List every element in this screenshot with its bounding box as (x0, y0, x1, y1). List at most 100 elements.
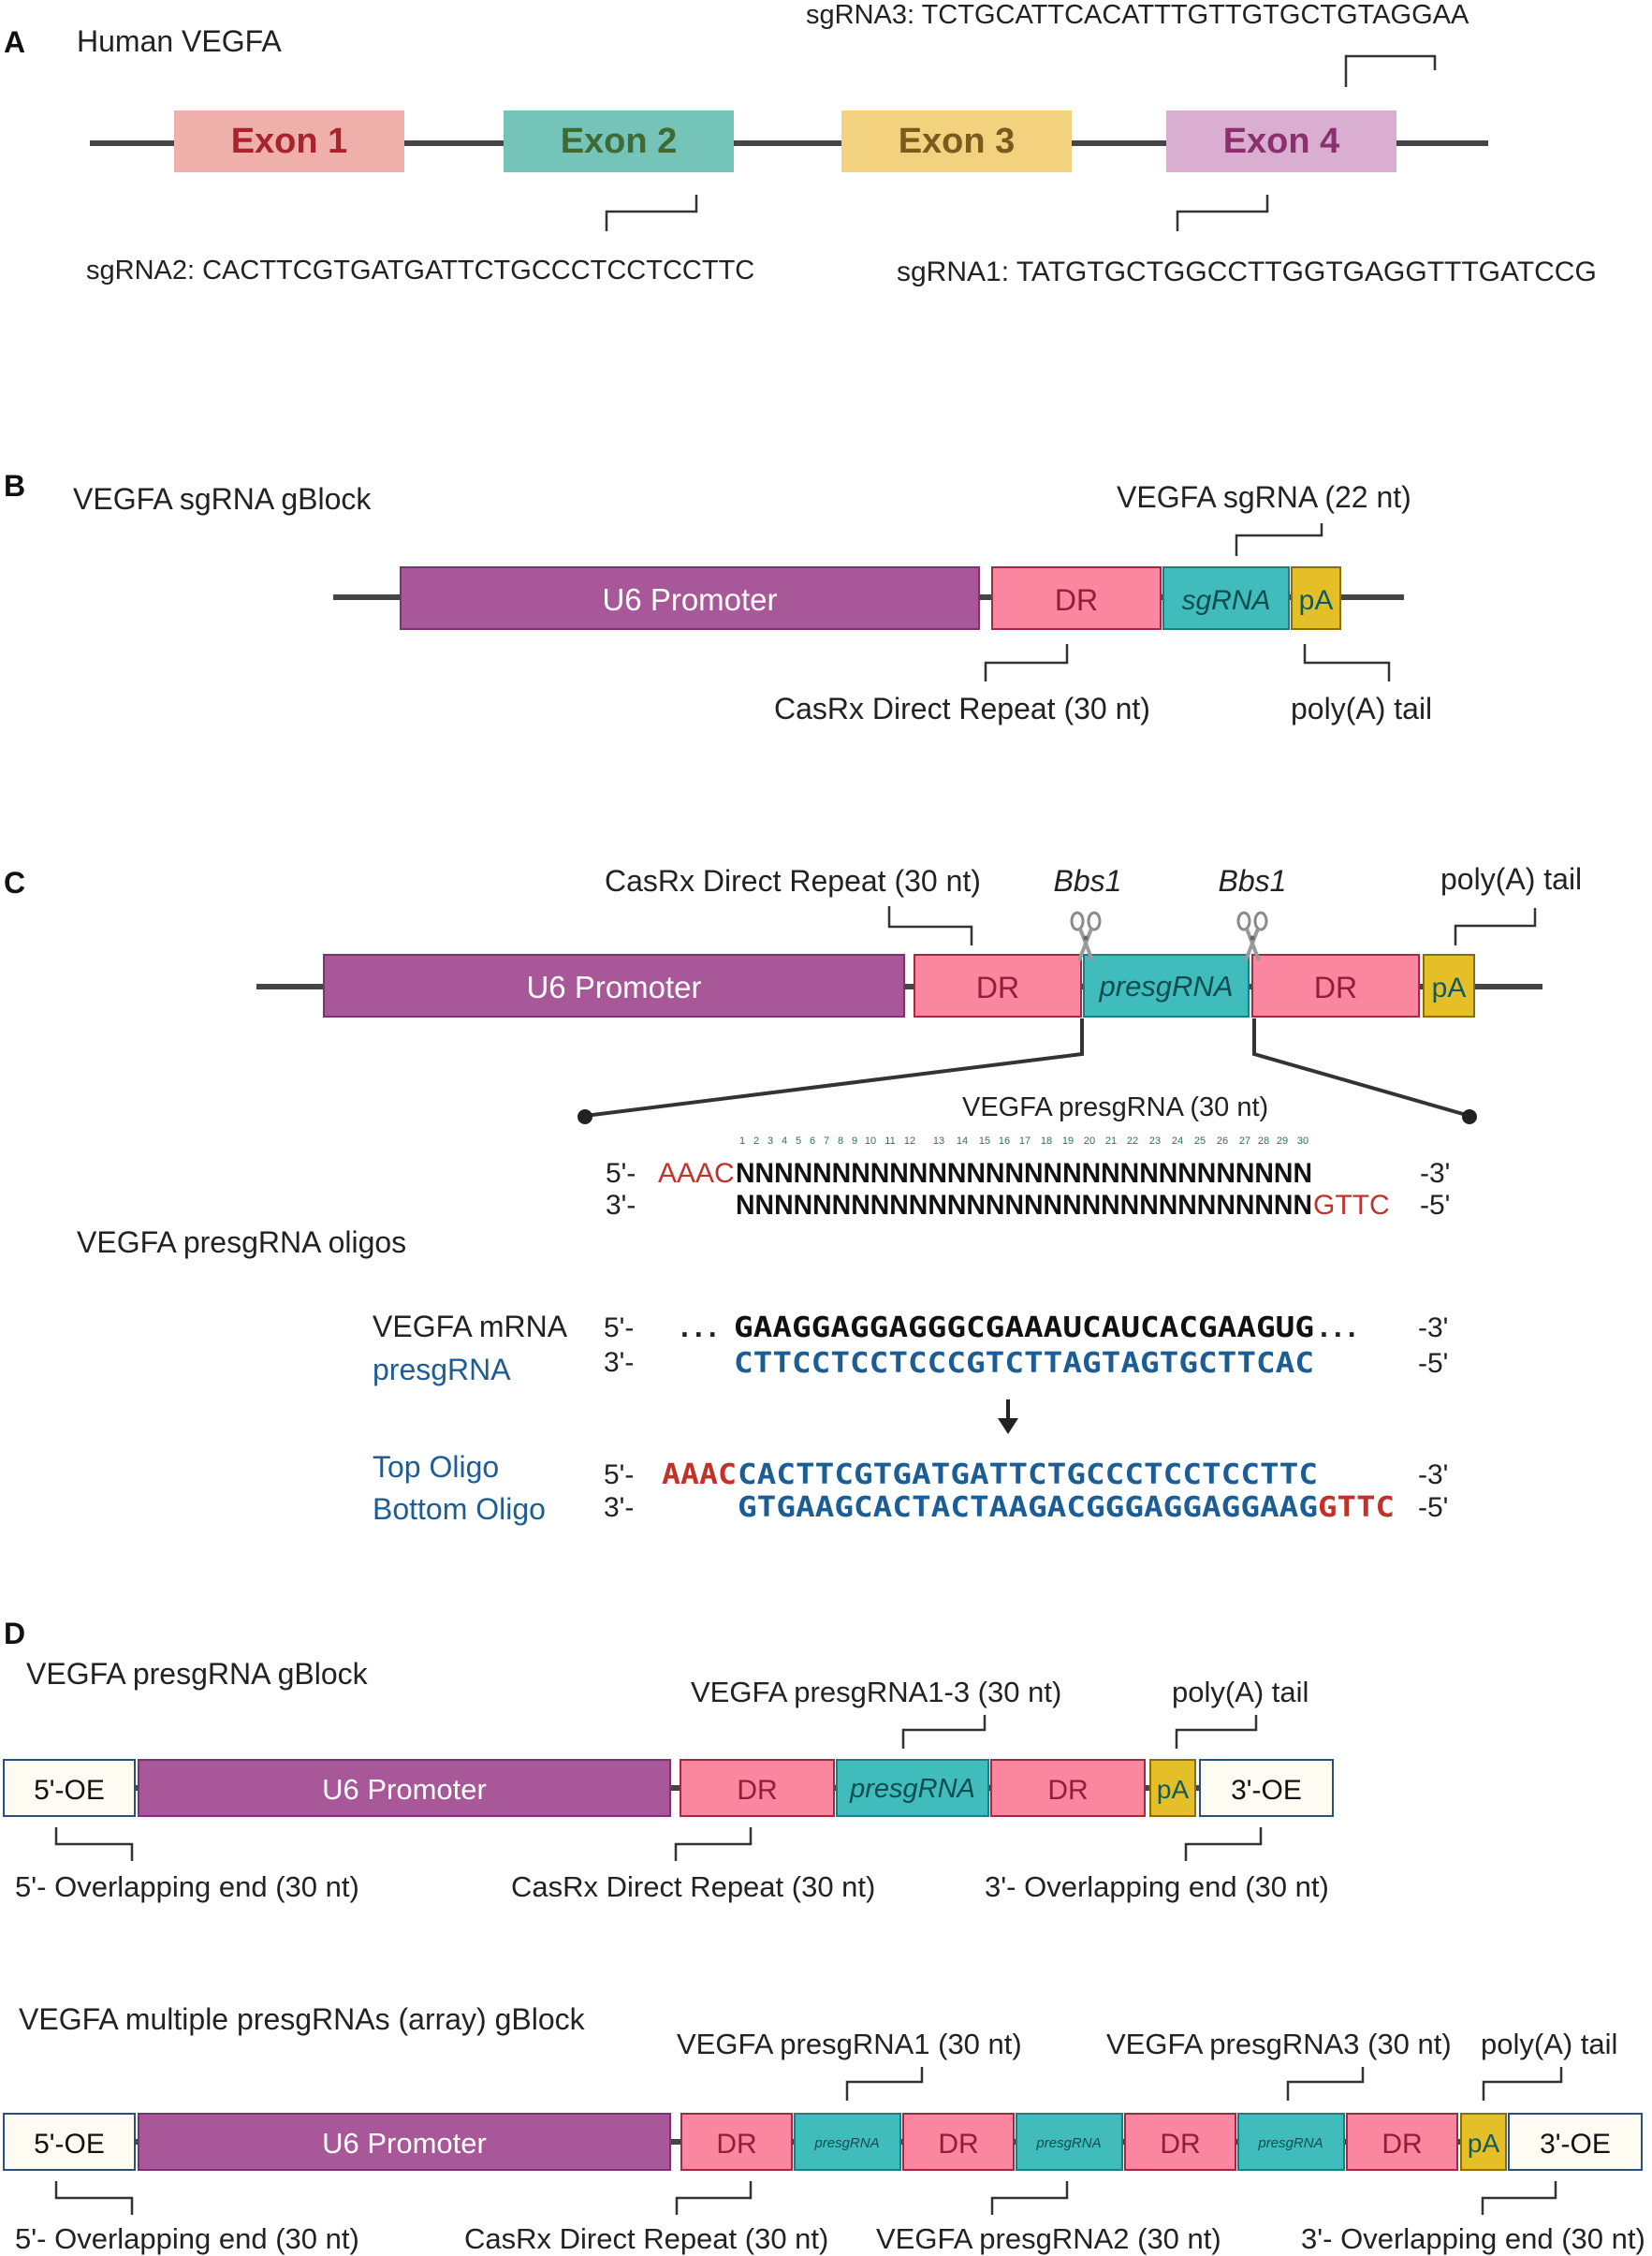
pos-num: 10 (865, 1135, 876, 1147)
top-oligo-suffix-3: -3' (1418, 1459, 1448, 1490)
panel-a: A Human VEGFA Exon 1 Exon 2 Exon 3 Exon … (4, 0, 1597, 287)
oe5-callout-bracket (54, 1827, 134, 1861)
pos-num: 18 (1041, 1135, 1052, 1147)
oe5-callout-bracket-array (54, 2181, 134, 2215)
dr-label: DR (1055, 583, 1098, 617)
dr-label-d1a: DR (737, 1775, 777, 1806)
oe3-box-array (1508, 2113, 1643, 2171)
dr-label-d1b: DR (1047, 1775, 1088, 1806)
dr-label-array-4: DR (1382, 2129, 1422, 2160)
dr-callout-label: CasRx Direct Repeat (30 nt) (774, 692, 1150, 725)
exon-3-box (841, 110, 1072, 172)
mrna-sequence: GAAGGAGGAGGGCGAAAUCAUCACGAAGUG (734, 1311, 1314, 1344)
scissors-icon-left (1070, 911, 1102, 962)
sgrna2-bracket (605, 195, 698, 231)
pa-box-d1 (1149, 1759, 1196, 1817)
pos-num: 11 (884, 1135, 895, 1147)
exon-4-label: Exon 4 (1223, 122, 1340, 161)
dr-box-array-2 (902, 2113, 1015, 2171)
presg3-callout-label: VEGFA presgRNA3 (30 nt) (1106, 2028, 1452, 2060)
dr-label-array-2: DR (938, 2129, 978, 2160)
presg2-callout-label: VEGFA presgRNA2 (30 nt) (876, 2222, 1221, 2255)
panel-b-title: VEGFA sgRNA gBlock (73, 482, 372, 516)
pa-callout-label-d1: poly(A) tail (1172, 1676, 1308, 1708)
inset-top-n: NNNNNNNNNNNNNNNNNNNNNNNNNNNNNN (736, 1158, 1312, 1189)
oe3-callout-bracket (1184, 1827, 1263, 1861)
panel-d-title-1: VEGFA presgRNA gBlock (26, 1657, 369, 1691)
zoom-dot-left (577, 1109, 592, 1124)
oe5-box-array (3, 2113, 136, 2171)
presg13-callout-label: VEGFA presgRNA1-3 (30 nt) (691, 1676, 1061, 1708)
inset-prime-5: 5'- (606, 1158, 636, 1189)
oe5-box (3, 1759, 136, 1817)
dr-callout-label-c: CasRx Direct Repeat (30 nt) (605, 864, 981, 898)
sgrna2-label: sgRNA2: CACTTCGTGATGATTCTGCCCTCCTCCTTC (86, 256, 754, 286)
panel-d-letter: D (4, 1617, 25, 1650)
top-oligo-aaac: AAAC (662, 1458, 737, 1491)
pos-num: 15 (979, 1135, 990, 1147)
presgrna-label-array-2: presgRNA (1035, 2135, 1101, 2151)
panel-c: C CasRx Direct Repeat (30 nt) Bbs1 Bbs1 … (4, 862, 1582, 1526)
oligos-title: VEGFA presgRNA oligos (77, 1225, 406, 1259)
pa-box-c (1423, 954, 1475, 1018)
presgrna-label-array-3: presgRNA (1257, 2135, 1323, 2151)
pa-callout-label-d2: poly(A) tail (1481, 2028, 1617, 2060)
bottom-oligo-label: Bottom Oligo (373, 1492, 546, 1526)
sgrna3-bracket (1344, 54, 1437, 87)
pos-num: 5 (796, 1135, 801, 1147)
presg1-callout-label: VEGFA presgRNA1 (30 nt) (677, 2028, 1022, 2060)
bbs1-label-left: Bbs1 (1054, 864, 1122, 898)
pos-num: 20 (1084, 1135, 1095, 1147)
position-numbers: 1 2 3 4 5 6 7 8 9 10 11 12 13 14 15 16 1… (739, 1135, 1308, 1147)
scissors-icon-right (1236, 911, 1268, 962)
exon-2-label: Exon 2 (561, 122, 678, 161)
oe3-label-array: 3'-OE (1540, 2129, 1611, 2160)
panel-a-title: Human VEGFA (77, 24, 282, 58)
dr-box-d1b (990, 1759, 1146, 1817)
pa-callout-label: poly(A) tail (1291, 692, 1432, 725)
pos-num: 30 (1297, 1135, 1308, 1147)
exon-2-box (504, 110, 734, 172)
sgrna-box (1162, 566, 1290, 630)
inset-title: VEGFA presgRNA (30 nt) (962, 1092, 1268, 1122)
top-oligo-prime-5: 5'- (604, 1459, 634, 1490)
pos-num: 26 (1217, 1135, 1228, 1147)
pos-num: 12 (904, 1135, 915, 1147)
u6-promoter-box-d2 (138, 2113, 671, 2171)
pos-num: 28 (1258, 1135, 1269, 1147)
pa-callout-bracket-c (1454, 908, 1537, 945)
presgrna-sequence: CTTCCTCCTCCCGTCTTAGTAGTGCTTCAC (734, 1347, 1314, 1380)
sgrna-callout-bracket (1235, 523, 1323, 556)
presgrna-label-d1: presgRNA (849, 1774, 975, 1804)
presgrna-label-array-1: presgRNA (813, 2135, 879, 2151)
pa-callout-bracket-d1 (1175, 1715, 1258, 1749)
pos-num: 25 (1194, 1135, 1206, 1147)
oe5-callout-label: 5'- Overlapping end (30 nt) (15, 1870, 359, 1903)
sgrna1-label: sgRNA1: TATGTGCTGGCCTTGGTGAGGTTTGATCCG (897, 256, 1597, 287)
oe5-label-array: 5'-OE (34, 2129, 105, 2160)
top-oligo-label: Top Oligo (373, 1450, 499, 1484)
bottom-oligo-prime-3: 3'- (604, 1492, 634, 1523)
mrna-suffix-3: -3' (1418, 1312, 1448, 1343)
presg13-callout-bracket (901, 1715, 987, 1749)
presgrna-suffix-5: -5' (1418, 1348, 1448, 1379)
u6-promoter-label: U6 Promoter (602, 582, 777, 617)
pos-num: 13 (933, 1135, 944, 1147)
presg2-callout-bracket (990, 2181, 1069, 2215)
panel-c-letter: C (4, 866, 25, 900)
pa-label-array: pA (1468, 2129, 1500, 2158)
zoom-line-right (1252, 1018, 1470, 1118)
exon-4-box (1166, 110, 1396, 172)
pa-label-c: pA (1432, 973, 1467, 1003)
pos-num: 1 (739, 1135, 745, 1147)
presgrna-box-array-2 (1016, 2113, 1123, 2171)
mrna-dots-right: ... (1320, 1310, 1362, 1343)
dr-callout-bracket-c (887, 906, 973, 945)
oe5-callout-label-array: 5'- Overlapping end (30 nt) (15, 2222, 359, 2255)
presgrna-label-c: presgRNA (1099, 970, 1234, 1003)
panel-b-letter: B (4, 469, 25, 503)
oe5-label: 5'-OE (34, 1775, 105, 1806)
pa-callout-bracket-d2 (1482, 2067, 1563, 2101)
dr-box-array-3 (1124, 2113, 1236, 2171)
mrna-prime-5: 5'- (604, 1312, 634, 1343)
